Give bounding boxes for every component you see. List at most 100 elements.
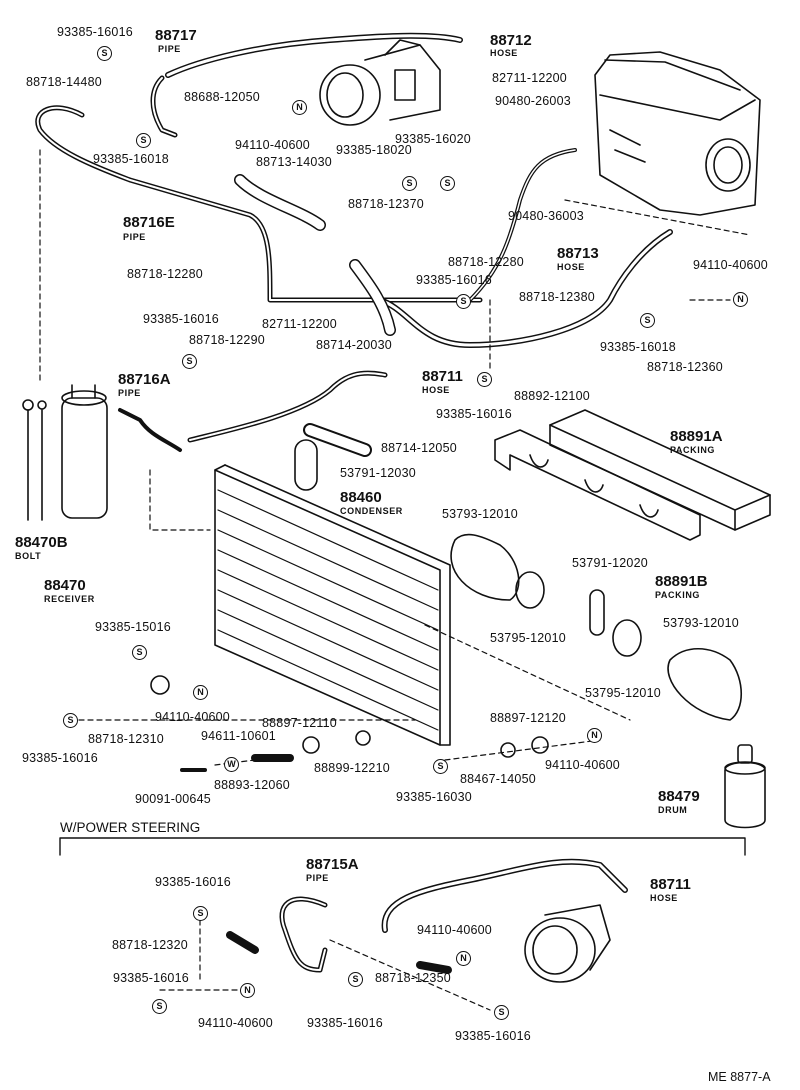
part-label-93385-16018b: 93385-16018 — [600, 340, 676, 354]
s-symbol: S — [152, 999, 167, 1014]
part-label-ps-93385-16016: 93385-16016 — [155, 875, 231, 889]
part-label-82711-12200: 82711-12200 — [492, 71, 567, 85]
part-sub-bolt: BOLT — [15, 551, 42, 561]
part-label-ps-88711: 88711 — [650, 876, 691, 893]
part-label-88897-12110: 88897-12110 — [262, 716, 337, 730]
part-label-88892-12100: 88892-12100 — [514, 389, 590, 403]
part-label-ps-94110-40600b: 94110-40600 — [198, 1016, 273, 1030]
part-label-94110-40600c: 94110-40600 — [155, 710, 230, 724]
section-header-power-steering: W/POWER STEERING — [60, 820, 201, 835]
part-label-88891B: 88891B — [655, 573, 708, 590]
part-label-90480-26003: 90480-26003 — [495, 94, 571, 108]
part-label-93385-16016b: 93385-16016 — [416, 273, 492, 287]
part-label-88479: 88479 — [658, 788, 700, 805]
part-label-93385-15016: 93385-15016 — [95, 620, 171, 634]
s-symbol: S — [136, 133, 151, 148]
part-sub-pipe: PIPE — [123, 232, 146, 242]
part-label-88460: 88460 — [340, 489, 382, 506]
condenser-88460 — [214, 464, 451, 746]
n-symbol: N — [292, 100, 307, 115]
n-symbol: N — [587, 728, 602, 743]
part-label-88688-12050: 88688-12050 — [184, 90, 260, 104]
part-label-88718-12380: 88718-12380 — [519, 290, 595, 304]
s-symbol: S — [494, 1005, 509, 1020]
n-symbol: N — [456, 951, 471, 966]
washer-53795-a — [515, 571, 545, 609]
s-symbol: S — [477, 372, 492, 387]
part-label-94110-40600d: 94110-40600 — [545, 758, 620, 772]
s-symbol: S — [456, 294, 471, 309]
part-sub-hose: HOSE — [490, 48, 518, 58]
part-label-88718-12320: 88718-12320 — [112, 938, 188, 952]
part-sub-packing: PACKING — [670, 445, 716, 455]
part-label-88715A: 88715A — [306, 856, 359, 873]
pipe-88716A — [187, 370, 388, 443]
part-label-ps-93385-16016b: 93385-16016 — [113, 971, 189, 985]
compressor-ps — [524, 904, 611, 983]
part-label-88718-12350: 88718-12350 — [375, 971, 451, 985]
s-symbol: S — [440, 176, 455, 191]
part-label-93385-18020: 93385-18020 — [336, 143, 412, 157]
part-label-53795-12010b: 53795-12010 — [585, 686, 661, 700]
part-sub-pipe: PIPE — [306, 873, 329, 883]
part-sub-hose: HOSE — [422, 385, 450, 395]
part-label-88714-20030: 88714-20030 — [316, 338, 392, 352]
part-label-93385-16016e: 93385-16016 — [22, 751, 98, 765]
s-symbol: S — [640, 313, 655, 328]
part-label-88718-12310: 88718-12310 — [88, 732, 164, 746]
drum-88479 — [724, 744, 766, 829]
part-label-88717: 88717 — [155, 27, 197, 44]
pad-53791-12020 — [589, 589, 605, 636]
part-label-93385-16020: 93385-16020 — [395, 132, 471, 146]
n-symbol: N — [733, 292, 748, 307]
n-symbol: N — [193, 685, 208, 700]
part-label-94110-40600b: 94110-40600 — [693, 258, 768, 272]
part-sub-packing: PACKING — [655, 590, 701, 600]
washer-53795-b — [612, 619, 642, 657]
s-symbol: S — [132, 645, 147, 660]
part-label-53791-12030: 53791-12030 — [340, 466, 416, 480]
part-sub-hose: HOSE — [557, 262, 585, 272]
part-label-93385-16016d: 93385-16016 — [436, 407, 512, 421]
part-label-ps-93385-16016c: 93385-16016 — [307, 1016, 383, 1030]
part-sub-condenser: CONDENSER — [340, 506, 403, 516]
part-label-82711-12200b: 82711-12200 — [262, 317, 337, 331]
bracket-53793-a — [450, 533, 520, 601]
part-label-94611-10601: 94611-10601 — [201, 729, 276, 743]
part-label-88899-12210: 88899-12210 — [314, 761, 390, 775]
bracket-53793-b — [667, 648, 742, 721]
part-label-88711: 88711 — [422, 368, 463, 385]
part-sub-drum: DRUM — [658, 805, 688, 815]
part-label-88467-14050: 88467-14050 — [460, 772, 536, 786]
part-label-90091-00645: 90091-00645 — [135, 792, 211, 806]
part-label-88716A: 88716A — [118, 371, 171, 388]
s-symbol: S — [402, 176, 417, 191]
s-symbol: S — [348, 972, 363, 987]
s-symbol: S — [182, 354, 197, 369]
receiver-88470 — [61, 384, 108, 519]
part-label-88718-12370: 88718-12370 — [348, 197, 424, 211]
hose-88713 — [377, 229, 673, 348]
s-symbol: S — [433, 759, 448, 774]
part-label-93385-16016c: 93385-16016 — [143, 312, 219, 326]
s-symbol: S — [97, 46, 112, 61]
part-label-88716E: 88716E — [123, 214, 175, 231]
part-label-88897-12120: 88897-12120 — [490, 711, 566, 725]
part-label-88470B: 88470B — [15, 534, 68, 551]
power-steering-frame — [59, 837, 746, 856]
part-label-94110-40600: 94110-40600 — [235, 138, 310, 152]
part-label-88714-12050: 88714-12050 — [381, 441, 457, 455]
part-label-53795-12010: 53795-12010 — [490, 631, 566, 645]
part-label-88713-14030: 88713-14030 — [256, 155, 332, 169]
part-sub-receiver: RECEIVER — [44, 594, 95, 604]
part-label-93385-16016: 93385-16016 — [57, 25, 133, 39]
part-label-88718-12360: 88718-12360 — [647, 360, 723, 374]
packing-88891A — [549, 409, 771, 531]
compressor-top — [319, 39, 441, 126]
part-label-53793-12010: 53793-12010 — [442, 507, 518, 521]
part-label-88891A: 88891A — [670, 428, 723, 445]
part-label-88713: 88713 — [557, 245, 599, 262]
w-symbol: W — [224, 757, 239, 772]
part-label-88718-14480: 88718-14480 — [26, 75, 102, 89]
